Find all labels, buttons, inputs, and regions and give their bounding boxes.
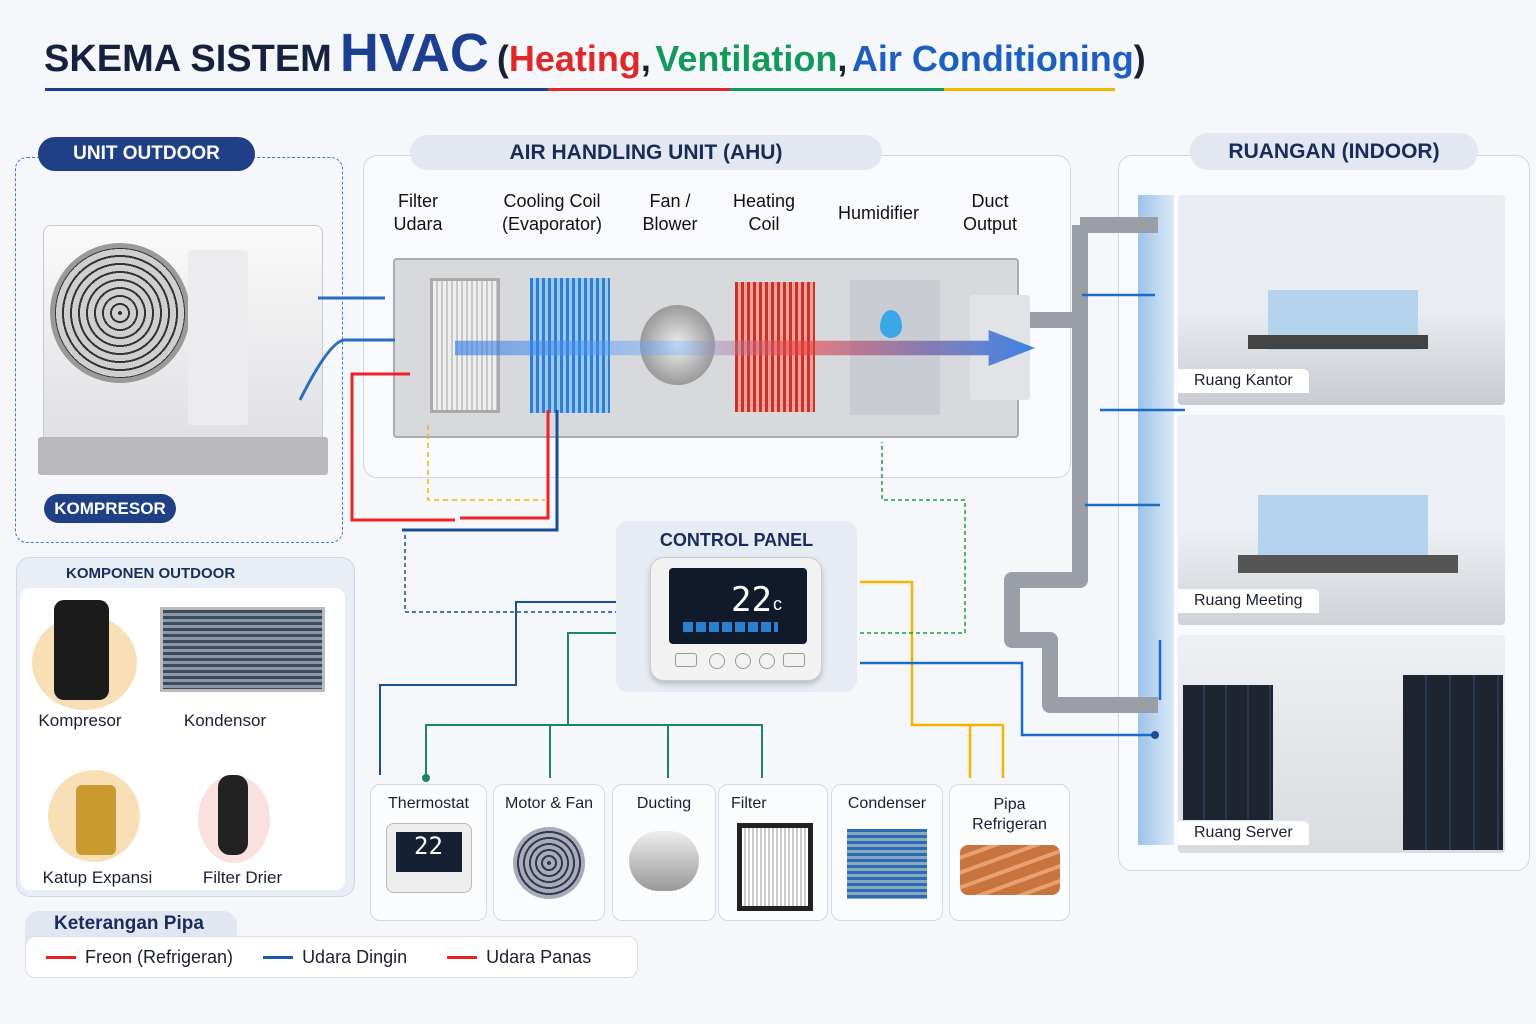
- compressor-icon: [32, 600, 137, 710]
- thermostat-device[interactable]: 22 c: [650, 557, 822, 681]
- room-server: Ruang Server: [1178, 635, 1505, 853]
- legend-swatch-cold: [263, 955, 294, 959]
- room-label: Ruang Server: [1178, 821, 1309, 845]
- komponen-outdoor-label: KOMPONEN OUTDOOR: [66, 565, 236, 582]
- room-label: Ruang Meeting: [1178, 589, 1319, 613]
- menu-button[interactable]: [675, 653, 697, 667]
- ahu-part-humidifier: Humidifier: [837, 203, 920, 223]
- condenser-coil-icon: [160, 607, 325, 692]
- komponen-item: Katup Expansi: [42, 868, 153, 887]
- legend: Freon (Refrigeran) Udara Dingin Udara Pa…: [25, 936, 638, 978]
- card-filter: Filter: [718, 784, 828, 921]
- control-panel-label: CONTROL PANEL: [659, 530, 814, 550]
- room-label: Ruang Kantor: [1178, 369, 1309, 393]
- card-thermostat: Thermostat 22: [370, 784, 487, 921]
- indoor-label: RUANGAN (INDOOR): [1190, 133, 1478, 170]
- mode-button[interactable]: [759, 653, 775, 669]
- legend-title: Keterangan Pipa: [54, 913, 204, 934]
- fan-button[interactable]: [709, 653, 725, 669]
- copper-pipe-icon: [959, 845, 1060, 895]
- card-motor-fan: Motor & Fan: [493, 784, 605, 921]
- condenser-icon: [847, 829, 927, 899]
- cold-pipe: [402, 410, 559, 532]
- room-kantor: Ruang Kantor: [1178, 195, 1505, 405]
- ahu-part-filter: Filter Udara: [393, 191, 443, 234]
- freon-pipe: [350, 372, 455, 522]
- close-button[interactable]: [735, 653, 751, 669]
- card-pipa-refrigeran: Pipa Refrigeran: [949, 784, 1070, 921]
- komponen-item: Kompresor: [38, 711, 122, 730]
- legend-swatch-hot: [447, 955, 478, 959]
- ahu-casing: [393, 258, 1035, 438]
- room-meeting: Ruang Meeting: [1178, 415, 1505, 625]
- filter-drier-icon: [198, 775, 270, 863]
- thermostat-screen: 22 c: [669, 568, 807, 644]
- komponen-item: Kondensor: [183, 711, 267, 730]
- title-underline: [45, 88, 1115, 91]
- cold-pipe: [298, 338, 395, 401]
- card-condenser: Condenser: [831, 784, 943, 921]
- legend-swatch-freon: [46, 955, 76, 959]
- filter-icon: [737, 823, 813, 911]
- ahu-part-duct: Duct Output: [962, 191, 1018, 234]
- ahu-part-heating-coil: Heating Coil: [732, 191, 796, 234]
- ducting-icon: [629, 831, 699, 891]
- ahu-part-fan: Fan / Blower: [642, 191, 698, 234]
- outdoor-label: UNIT OUTDOOR: [38, 137, 255, 171]
- fan-grille-icon: [50, 243, 190, 383]
- ahu-label: AIR HANDLING UNIT (AHU): [410, 135, 882, 170]
- outdoor-unit: [38, 225, 328, 475]
- power-button[interactable]: [783, 653, 805, 667]
- kompresor-label: KOMPRESOR: [44, 494, 176, 523]
- freon-pipe: [460, 410, 550, 520]
- ahu-part-cooling-coil: Cooling Coil (Evaporator): [501, 191, 603, 234]
- motor-fan-icon: [513, 827, 585, 899]
- expansion-valve-icon: [48, 770, 140, 862]
- card-ducting: Ducting: [612, 784, 716, 921]
- komponen-item: Filter Drier: [202, 868, 283, 887]
